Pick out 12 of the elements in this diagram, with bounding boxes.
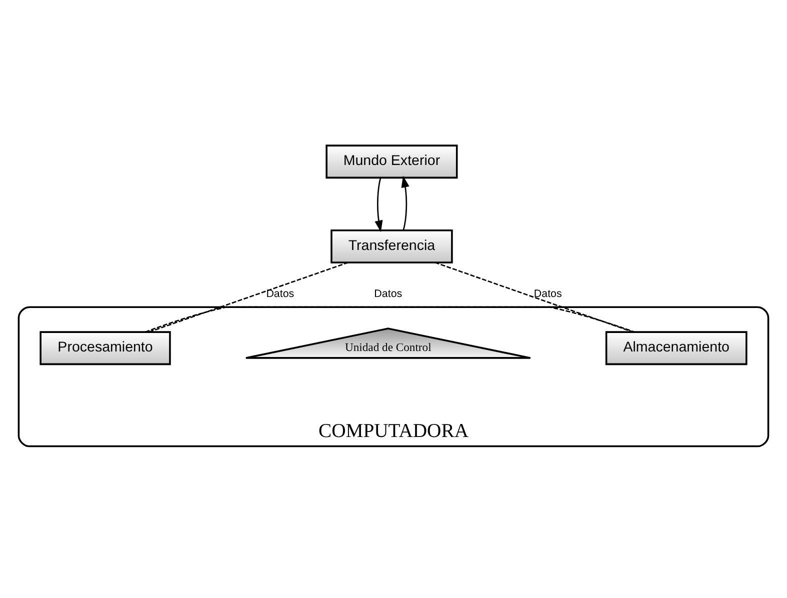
edge-label: Datos (534, 287, 562, 300)
connector (148, 261, 348, 332)
connector (434, 261, 634, 332)
arrow (401, 175, 410, 230)
connector (145, 306, 635, 332)
node-box: Almacenamiento (605, 330, 748, 365)
node-box: Mundo Exterior (326, 144, 458, 178)
arrow (374, 177, 383, 232)
node-box: Transferencia (330, 228, 453, 263)
edge-label: Datos (266, 287, 294, 300)
node-box: Procesamiento (40, 330, 171, 365)
edge-label: Datos (374, 287, 402, 300)
